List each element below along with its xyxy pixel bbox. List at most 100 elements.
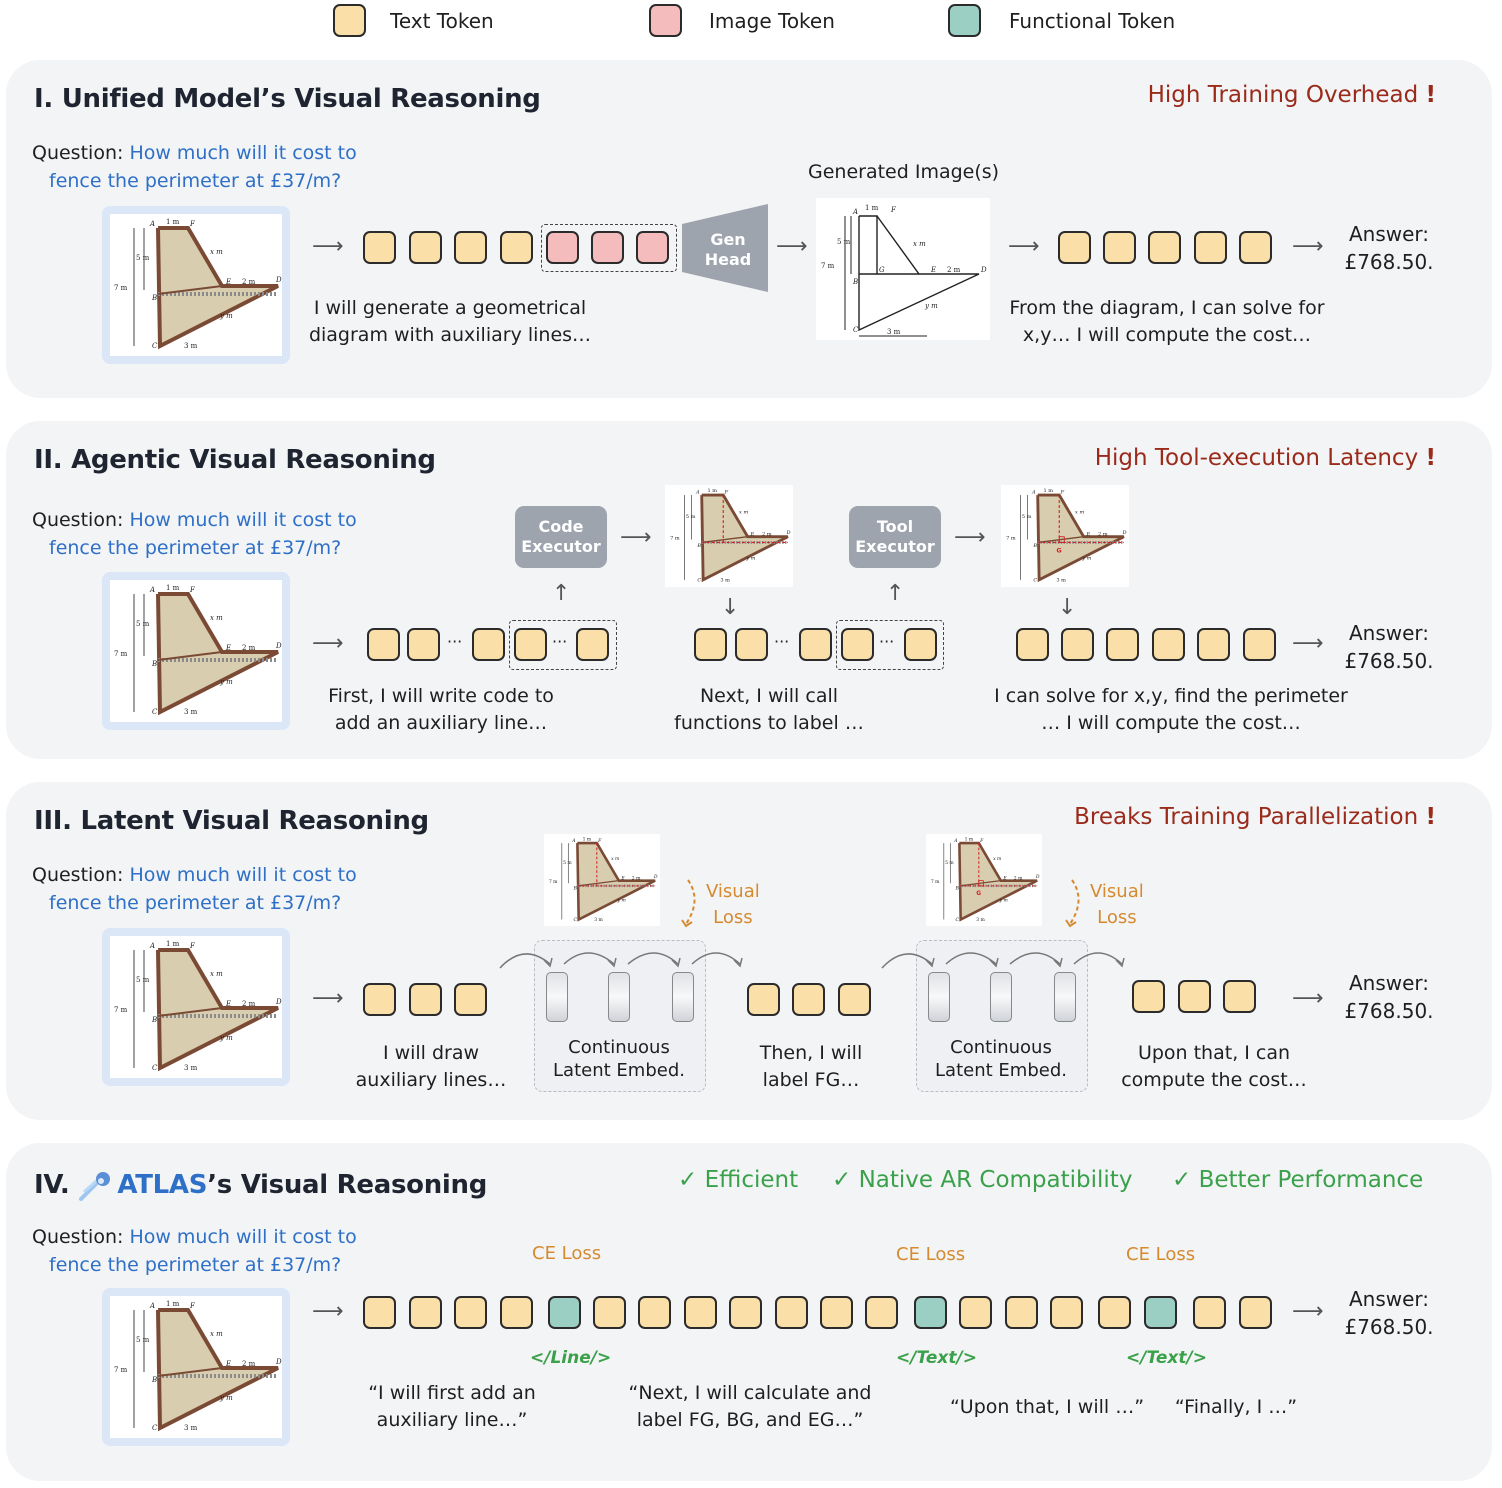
fence-diagram-icon: [110, 580, 282, 722]
arrow-icon: ⟶: [620, 525, 652, 550]
ce-loss-label: CE Loss: [896, 1244, 966, 1265]
answer: Answer:£768.50.: [1344, 222, 1434, 274]
arrow-icon: ⟶: [1008, 234, 1040, 259]
answer: Answer:£768.50.: [1344, 1287, 1434, 1339]
caption: “Upon that, I will …”: [949, 1396, 1145, 1418]
text-token: [593, 1296, 626, 1329]
latent-embedding: [608, 972, 630, 1022]
answer: Answer:£768.50.: [1344, 621, 1434, 673]
text-token: [1194, 231, 1227, 264]
text-token: [638, 1296, 671, 1329]
ce-loss-label: CE Loss: [532, 1243, 602, 1264]
arrow-icon: ⟶: [776, 234, 808, 259]
text-token: [729, 1296, 762, 1329]
latent-embedding: [546, 972, 568, 1022]
legend-functional-token-swatch: [948, 4, 981, 37]
question: Question: How much will it cost to fence…: [32, 1226, 357, 1276]
aux-line-image-icon: [544, 834, 660, 926]
aux-line-image-icon: [665, 485, 793, 587]
text-token: [1239, 231, 1272, 264]
ellipsis: ···: [552, 632, 568, 651]
text-token: [576, 628, 609, 661]
answer: Answer:£768.50.: [1344, 971, 1434, 1023]
text-token: [409, 231, 442, 264]
text-token: [407, 628, 440, 661]
legend-image-token-label: Image Token: [709, 9, 835, 33]
arrow-icon: ⟶: [1292, 1299, 1324, 1324]
down-arrow-icon: ↓: [1058, 595, 1077, 620]
labeled-image-icon: [1001, 485, 1129, 587]
text-token: [363, 983, 396, 1016]
arrow-icon: ⟶: [312, 986, 344, 1011]
check-efficient: ✓ Efficient: [678, 1167, 799, 1193]
text-token: [792, 983, 825, 1016]
ellipsis: ···: [447, 632, 463, 651]
down-arrow-icon: ↓: [721, 595, 740, 620]
text-token: [1058, 231, 1091, 264]
panel-title: I. Unified Model’s Visual Reasoning: [34, 84, 541, 114]
text-token: [841, 628, 874, 661]
question-image: [102, 928, 290, 1086]
ce-loss-label: CE Loss: [1126, 1244, 1196, 1265]
question: Question: How much will it cost to fence…: [32, 509, 357, 559]
text-token: [454, 1296, 487, 1329]
text-token: [1132, 980, 1165, 1013]
question-image: [102, 206, 290, 364]
warning-text: High Training Overhead !: [1147, 82, 1436, 108]
question-image: [102, 572, 290, 730]
image-token: [546, 231, 579, 264]
text-token: [1016, 628, 1049, 661]
text-token: [775, 1296, 808, 1329]
text-token: [454, 231, 487, 264]
text-token: [1193, 1296, 1226, 1329]
text-token: [1106, 628, 1139, 661]
visual-loss-arrow-icon: [1065, 879, 1080, 928]
arrow-icon: ⟶: [312, 1299, 344, 1324]
arrow-icon: ⟶: [954, 525, 986, 550]
legend-text-token-swatch: [333, 4, 366, 37]
text-token: [747, 983, 780, 1016]
text-token: [799, 628, 832, 661]
question-image: [102, 1288, 290, 1446]
autoregressive-arrows-icon: [881, 952, 1125, 969]
text-token: [1148, 231, 1181, 264]
panel-title: IV. ATLAS’s Visual Reasoning: [34, 1170, 488, 1201]
check-performance: ✓ Better Performance: [1172, 1167, 1424, 1193]
gen-head-shape: [682, 204, 768, 292]
text-token: [904, 628, 937, 661]
text-token: [363, 1296, 396, 1329]
question: Question: How much will it cost to fence…: [32, 142, 357, 192]
tool-token-group: [836, 620, 944, 670]
text-token: [454, 983, 487, 1016]
text-token: [409, 983, 442, 1016]
functional-tag: </Text/>: [1126, 1348, 1207, 1368]
text-token: [1223, 980, 1256, 1013]
panel-title: II. Agentic Visual Reasoning: [34, 445, 436, 475]
text-token: [363, 231, 396, 264]
text-token: [694, 628, 727, 661]
functional-token: [548, 1296, 581, 1329]
labeled-image-icon: [926, 834, 1042, 926]
panel-atlas: IV. ATLAS’s Visual Reasoning ✓ Efficient…: [6, 1143, 1492, 1481]
text-token: [1152, 628, 1185, 661]
legend-image-token-swatch: [649, 4, 682, 37]
caption: “Finally, I …”: [1174, 1396, 1298, 1418]
image-token: [636, 231, 669, 264]
autoregressive-arrows-icon: [499, 952, 743, 969]
question: Question: How much will it cost to fence…: [32, 864, 357, 914]
latent-embedding: [928, 972, 950, 1022]
text-token: [865, 1296, 898, 1329]
text-token: [1050, 1296, 1083, 1329]
functional-token: [1144, 1296, 1177, 1329]
latent-embedding: [1054, 972, 1076, 1022]
